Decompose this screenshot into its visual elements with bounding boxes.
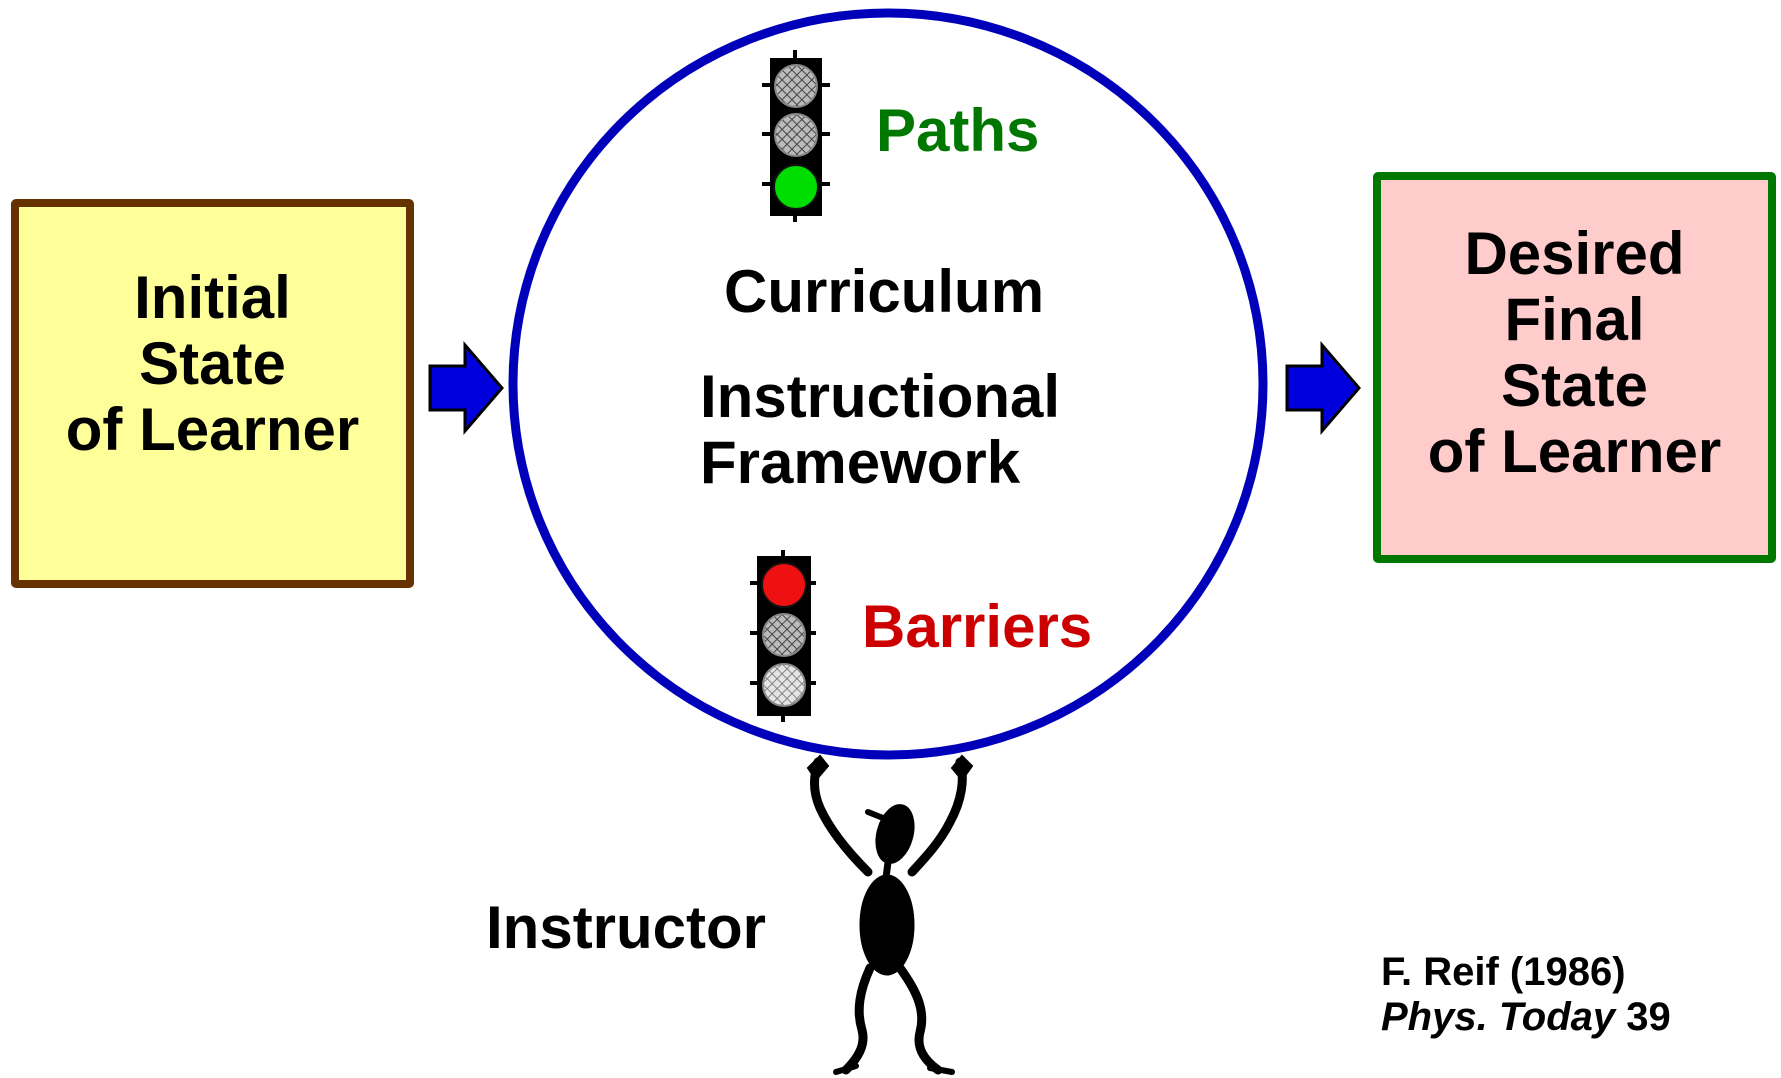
initial-state-line: Initial (134, 263, 291, 331)
final-state-box: Desired Final State of Learner (1373, 172, 1776, 563)
initial-state-text: Initial State of Learner (65, 263, 360, 463)
citation-source: Phys. Today 39 (1381, 995, 1671, 1040)
initial-state-line: of Learner (65, 395, 360, 463)
citation-journal: Phys. Today (1381, 995, 1616, 1039)
paths-label: Paths (876, 97, 1040, 164)
citation-volume: 39 (1615, 995, 1671, 1039)
instructor-figure-icon (806, 754, 974, 1075)
initial-state-box: Initial State of Learner (11, 199, 414, 588)
initial-state-line: State (139, 329, 286, 397)
final-state-text: Desired Final State of Learner (1427, 219, 1722, 485)
final-state-line: Final (1504, 285, 1645, 353)
framework-line: Framework (700, 429, 1021, 496)
framework-circle (508, 8, 1268, 760)
framework-line: Instructional (700, 363, 1061, 430)
final-state-line: State (1501, 351, 1648, 419)
final-state-line: of Learner (1427, 417, 1722, 485)
traffic-light-red-icon (750, 550, 816, 722)
instructor-label: Instructor (486, 894, 767, 961)
traffic-light-green-icon (762, 50, 830, 222)
citation: F. Reif (1986) Phys. Today 39 (1381, 950, 1671, 1040)
arrow-right-icon (1285, 340, 1361, 436)
instructional-framework-label: Instructional Framework (700, 364, 1060, 496)
final-state-line: Desired (1464, 219, 1685, 287)
curriculum-label: Curriculum (724, 258, 1045, 325)
citation-author: F. Reif (1986) (1381, 950, 1626, 994)
arrow-left-icon (428, 340, 504, 436)
barriers-label: Barriers (862, 593, 1093, 660)
